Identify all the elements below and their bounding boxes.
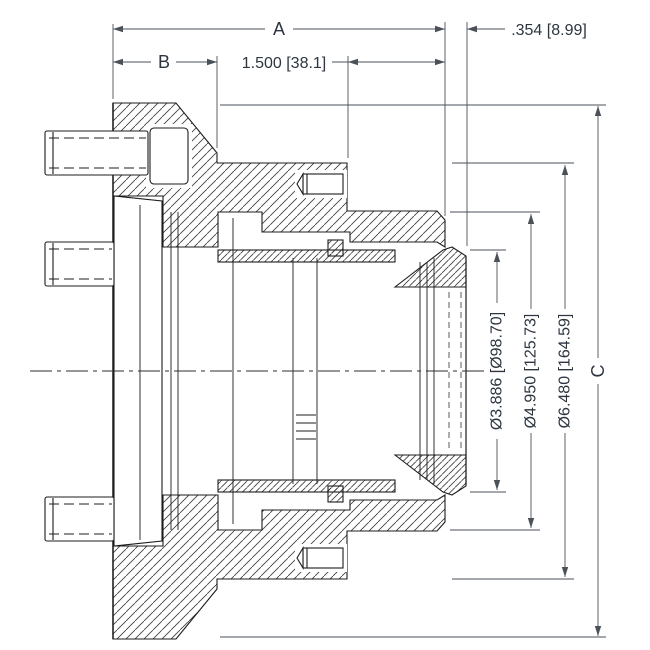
dimension-arrowheads [113, 25, 602, 636]
hub-body-lower-section [112, 494, 446, 640]
set-screw-upper [302, 173, 344, 195]
set-screw-lower-tip [296, 546, 304, 570]
wheel-stud-top [44, 130, 149, 176]
stud-head [149, 127, 189, 185]
dim-label-pilot-diameter: Ø3.886 [Ø98.70] [489, 312, 506, 430]
set-screw-lower [302, 547, 344, 569]
inner-sleeve-lower-section [217, 479, 396, 493]
dim-label-pilot-length: .354 [8.99] [511, 22, 587, 39]
set-screw-upper-tip [296, 172, 304, 196]
dim-label-c: C [588, 365, 608, 378]
dim-label-body-diameter: Ø6.480 [164.59] [557, 314, 574, 429]
dim-label-b: B [158, 52, 170, 72]
dimension-labels: A B .354 [8.99] 1.500 [38.1] Ø3.886 [Ø98… [158, 19, 608, 430]
section-view [44, 102, 467, 640]
dim-label-register-diameter: Ø4.950 [125.73] [523, 314, 540, 429]
dim-label-neck-length: 1.500 [38.1] [242, 55, 327, 72]
collet-lower-section [393, 454, 467, 496]
collet-upper-section [393, 246, 467, 288]
inner-sleeve-upper-section [217, 249, 396, 263]
wheel-stud-middle [44, 241, 115, 287]
hub-body-upper-section [112, 102, 446, 248]
snap-ring-lower-section [327, 485, 344, 503]
wheel-stud-bottom [44, 496, 115, 542]
snap-ring-upper-section [327, 239, 344, 257]
label-backgrounds [151, 19, 608, 439]
dim-label-a: A [273, 19, 285, 39]
